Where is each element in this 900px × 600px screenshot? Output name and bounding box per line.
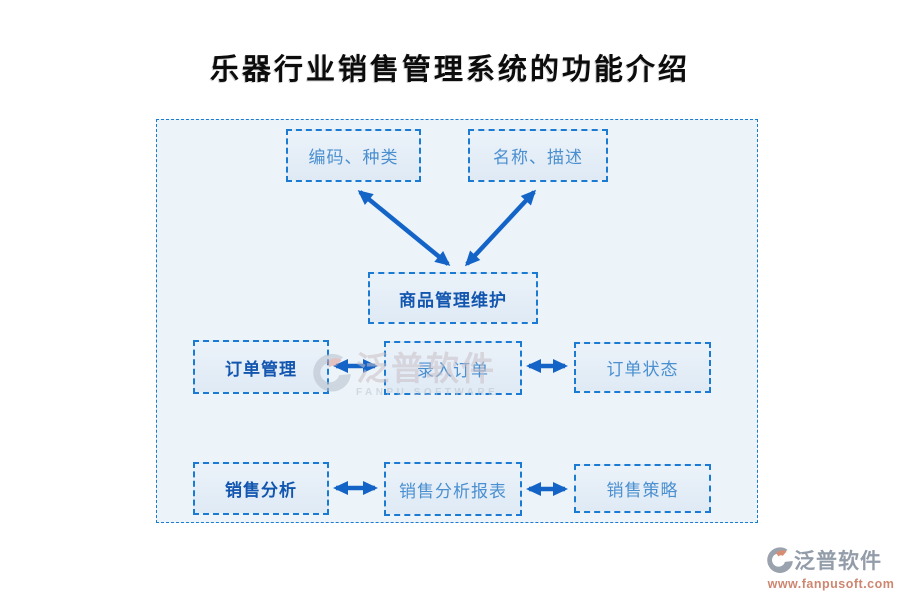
- node-label: 编码、种类: [308, 148, 399, 167]
- node-label: 订单管理: [225, 359, 297, 379]
- node-sales-report: 销售分析报表: [384, 462, 522, 516]
- node-label: 销售分析: [225, 481, 297, 500]
- node-order-entry: 录入订单: [384, 341, 522, 395]
- node-sales-analysis: 销售分析: [193, 462, 329, 515]
- node-order-mgmt: 订单管理: [193, 340, 329, 394]
- node-label: 录入订单: [417, 360, 489, 380]
- node-order-status: 订单状态: [574, 342, 711, 393]
- watermark-url-text: www.fanpusoft.com: [767, 577, 895, 591]
- node-code-type: 编码、种类: [286, 129, 421, 182]
- node-label: 销售策略: [606, 481, 679, 500]
- node-sales-strategy: 销售策略: [574, 464, 711, 513]
- node-label: 名称、描述: [493, 148, 583, 167]
- node-label: 商品管理维护: [399, 290, 507, 310]
- fanpu-logo-icon: [767, 547, 793, 573]
- node-name-desc: 名称、描述: [468, 129, 608, 182]
- diagram-panel: 编码、种类 名称、描述 商品管理维护 订单管理 录入订单 订单状态 销售分析 销…: [156, 119, 758, 523]
- watermark-corner: 泛普软件 www.fanpusoft.com: [766, 546, 896, 591]
- node-label: 订单状态: [606, 360, 679, 379]
- watermark-brand-text: 泛普软件: [794, 549, 882, 573]
- node-label: 销售分析报表: [399, 481, 507, 501]
- page-title: 乐器行业销售管理系统的功能介绍: [209, 54, 690, 86]
- node-product-mgmt: 商品管理维护: [368, 272, 538, 324]
